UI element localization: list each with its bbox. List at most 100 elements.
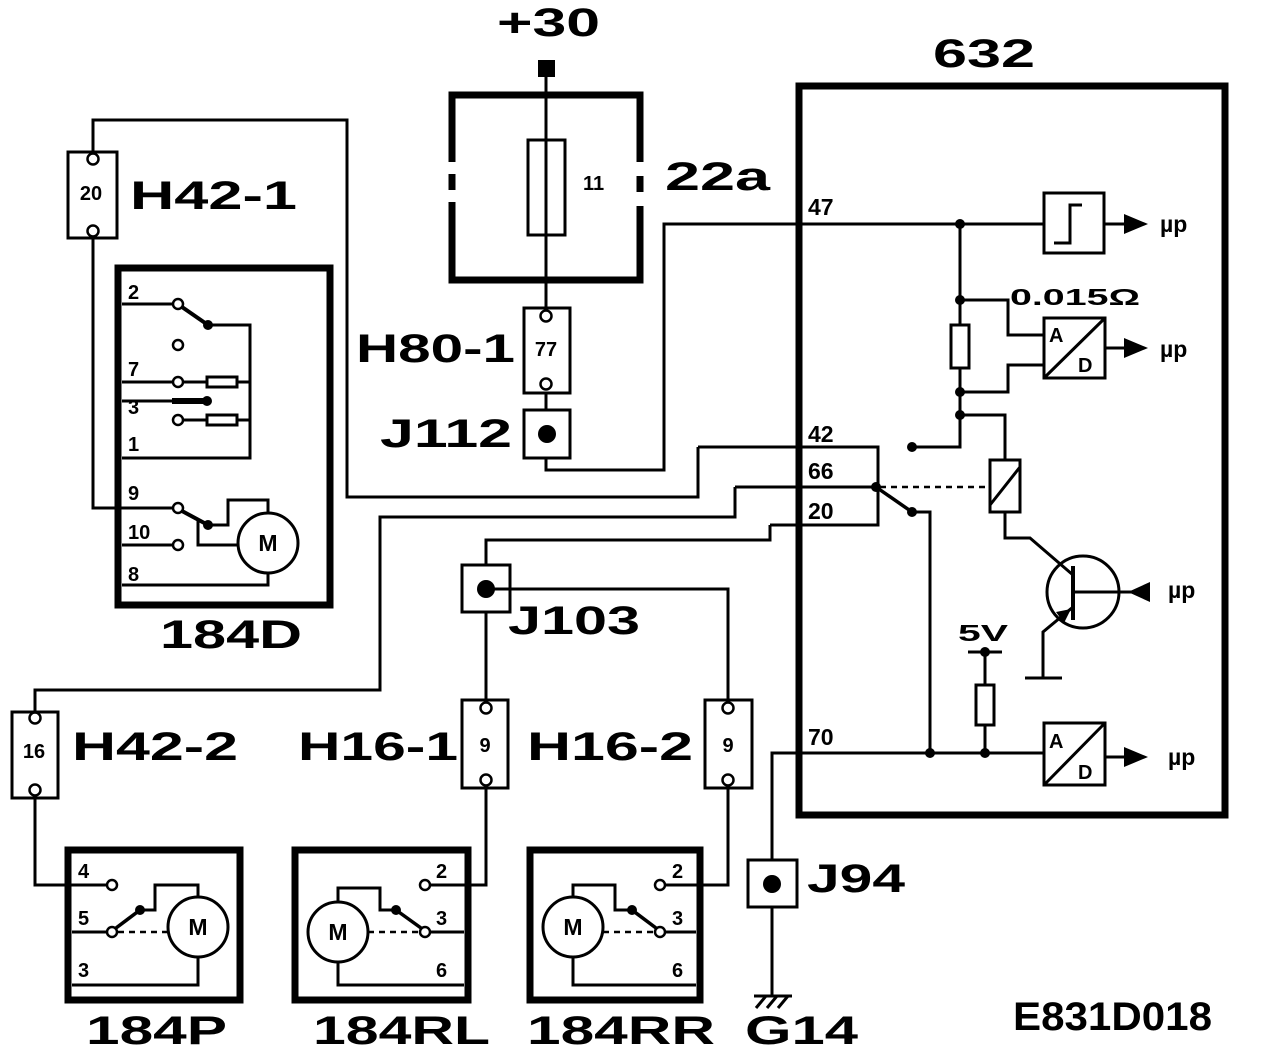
connector-pin-bottom (539, 377, 553, 391)
wire-42-h42-1 (91, 118, 700, 499)
connector-h42-1: 20 (66, 150, 119, 240)
adc-a-letter: A (1049, 731, 1063, 753)
arrow-right-icon (1124, 747, 1148, 767)
pin-label: 7 (128, 359, 139, 381)
switch-contact (171, 375, 185, 389)
junction-dot (538, 425, 556, 443)
switch-contact (418, 878, 432, 892)
supply-terminal-label: +30 (497, 1, 600, 45)
switch-contact (171, 538, 185, 552)
connector-h16-1: 9 (460, 698, 510, 790)
unit-184rl-outline (291, 846, 472, 1004)
connector-h16-1-label: H16-1 (298, 725, 458, 769)
wire-shunt-path (912, 224, 962, 449)
pin-label: 8 (128, 564, 139, 586)
unit-184rr-outline (526, 846, 704, 1004)
wire-pin-6 (571, 957, 696, 987)
unit-184rr: 2 3 6 M (526, 846, 704, 1004)
pin-label: 3 (672, 908, 683, 930)
wire-pullup (968, 650, 1002, 753)
adc-diagonal (1042, 316, 1107, 380)
adc-a-letter: A (1049, 325, 1063, 347)
connector-h42-2: 16 (10, 710, 60, 800)
junction-j103-label: J103 (508, 599, 640, 643)
pin-label: 2 (436, 861, 447, 883)
wire-motor-top (208, 498, 270, 527)
pin-label: 1 (128, 434, 139, 456)
wire-h16-1-184rl (430, 788, 488, 887)
arrow-left-icon (1128, 582, 1150, 602)
wire-pin-6 (336, 962, 464, 987)
step-icon (1054, 203, 1082, 245)
pin-label: 5 (78, 908, 89, 930)
wire-motor-top (571, 883, 632, 912)
wire-adc-sense (960, 298, 1044, 394)
arrow-right-icon (1124, 338, 1148, 358)
wire-j103-h16 (484, 587, 730, 700)
motor-letter: M (188, 914, 207, 940)
wire-relay-feed (960, 413, 1007, 460)
connector-pin-number: 16 (23, 741, 45, 763)
ref-supply-label: 5V (958, 620, 1009, 646)
unit-184rl-label: 184RL (313, 1009, 490, 1053)
mcu-label: µp (1160, 336, 1187, 362)
adc-d-letter: D (1078, 762, 1092, 784)
switch-contact (105, 878, 119, 892)
wire-common (122, 323, 252, 460)
pin-label: 3 (78, 960, 89, 982)
emitter-arrow-icon (1056, 609, 1071, 623)
switch-pivot (202, 396, 212, 406)
unit-184rr-label: 184RR (527, 1009, 715, 1053)
wire-motor-top (336, 886, 396, 912)
pin-label: 10 (128, 522, 150, 544)
unit-184p-label: 184P (86, 1009, 227, 1053)
fuse-box-label: 22a (665, 155, 771, 199)
connector-h42-2-label: H42-2 (72, 725, 238, 769)
module-632-outline (795, 82, 1229, 819)
connector-pin-bottom (28, 783, 42, 797)
pin-label: 6 (672, 960, 683, 982)
adc-diagonal (1042, 721, 1107, 787)
connector-pin-top (721, 701, 735, 715)
wire-switch-70 (912, 510, 932, 753)
wire-motor-left (196, 521, 238, 547)
switch-contact (105, 925, 119, 939)
switch-contact (171, 501, 185, 515)
shunt-value: 0.015Ω (1010, 284, 1140, 310)
module-pin-70: 70 (808, 724, 834, 750)
pin-label: 4 (78, 861, 90, 883)
mcu-label: µp (1168, 744, 1195, 770)
wire-20-j103 (484, 525, 772, 565)
connector-pin-number: 20 (80, 183, 102, 205)
junction-j112 (522, 408, 572, 460)
switch-contact (653, 878, 667, 892)
wire-h42-2-184p (33, 798, 107, 887)
wire-h42-1-pin-9 (91, 238, 173, 510)
motor-letter: M (258, 530, 277, 556)
switch-contact (171, 338, 185, 352)
pin-label: 2 (672, 861, 683, 883)
connector-h80-1-label: H80-1 (356, 327, 515, 371)
switch-arm (394, 908, 423, 930)
pin-label: 6 (436, 960, 447, 982)
resistor (205, 375, 239, 389)
trigger-block (1042, 191, 1106, 255)
switch-contact (171, 413, 185, 427)
connector-pin-bottom (479, 773, 493, 787)
connector-pin-number: 77 (535, 339, 557, 361)
connector-pin-number: 9 (722, 735, 733, 757)
module-632-label: 632 (933, 32, 1035, 76)
module-pin-66: 66 (808, 458, 834, 484)
module-pin-20: 20 (808, 498, 834, 524)
drawing-id: E831D018 (1013, 995, 1212, 1039)
connector-pin-top (539, 309, 553, 323)
resistor (205, 413, 239, 427)
relay-coil-diagonal (988, 466, 1022, 506)
pin-label: 2 (128, 282, 139, 304)
connector-pin-bottom (721, 773, 735, 787)
adc-d-letter: D (1078, 355, 1092, 377)
wire-pin-8 (122, 573, 270, 587)
junction-j94-label: J94 (807, 857, 906, 901)
relay-contact (907, 442, 917, 452)
